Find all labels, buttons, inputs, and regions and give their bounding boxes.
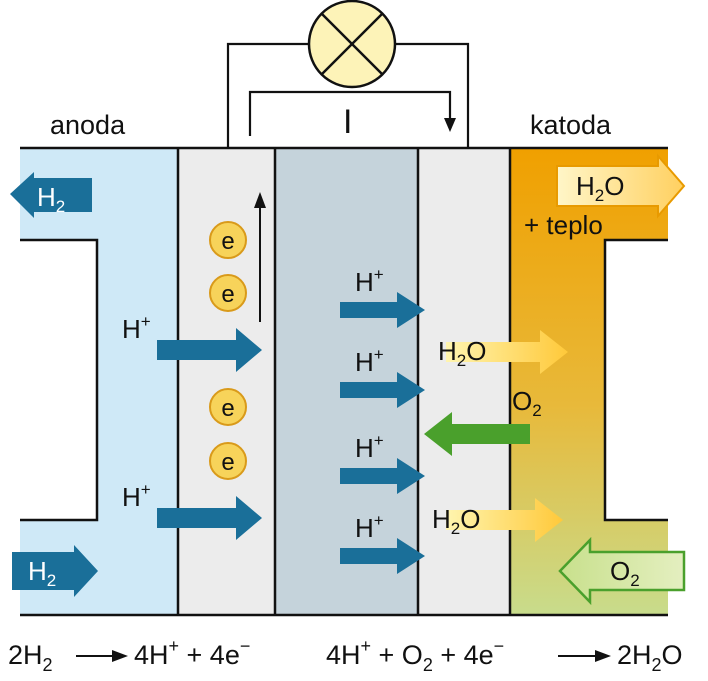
h2-inlet-arrow: H2 (12, 545, 98, 597)
electron-flow-arrow (254, 192, 266, 322)
svg-text:H2O: H2O (576, 171, 624, 205)
svg-text:2H2: 2H2 (8, 640, 53, 675)
proton-arrow: H+ (340, 431, 425, 494)
anode-zone (20, 148, 178, 615)
svg-text:H2: H2 (37, 182, 65, 216)
heat-label: + teplo (524, 210, 603, 240)
proton-arrow: H+ (340, 265, 425, 328)
h2-outlet-arrow: H2 (10, 172, 92, 218)
cathode-equation: 4H+ + O2 + 4e− 2H2O (326, 636, 683, 675)
electron-icon: e (209, 221, 247, 259)
current-arrowhead (444, 118, 456, 132)
water-arrow: H2O (438, 330, 568, 374)
proton-arrow: H+ (340, 345, 425, 408)
svg-text:e: e (221, 228, 234, 255)
svg-text:H+: H+ (355, 511, 384, 543)
svg-text:H2O: H2O (438, 336, 486, 370)
anode-equation: 2H2 4H+ + 4e− (8, 636, 250, 675)
svg-text:H+: H+ (355, 265, 384, 297)
cathode-electrode (418, 148, 510, 615)
cathode-zone (510, 148, 668, 615)
electron-icon: e (209, 442, 247, 480)
electron-icon: e (209, 388, 247, 426)
svg-text:H+: H+ (122, 480, 151, 512)
svg-text:e: e (221, 395, 234, 422)
electron-group: e e e e (209, 221, 247, 480)
svg-text:2H2O: 2H2O (617, 640, 683, 675)
svg-text:4H+ + 4e−: 4H+ + 4e− (134, 636, 250, 670)
electron-icon: e (209, 274, 247, 312)
svg-text:e: e (221, 449, 234, 476)
svg-text:H2O: H2O (432, 504, 480, 538)
svg-text:O2: O2 (610, 556, 640, 590)
lamp-icon (307, 0, 397, 89)
oxygen-arrow: O2 (424, 386, 542, 456)
current-label: I (343, 103, 352, 141)
water-outlet-arrow: H2O (556, 153, 686, 219)
svg-text:H+: H+ (355, 345, 384, 377)
svg-text:e: e (221, 281, 234, 308)
anode-label: anoda (50, 110, 126, 140)
water-arrow: H2O (432, 498, 563, 542)
svg-text:H+: H+ (122, 312, 151, 344)
proton-arrow: H+ (122, 480, 262, 540)
proton-arrow: H+ (340, 511, 425, 574)
cell-outline (20, 146, 668, 617)
cathode-label: katoda (530, 110, 612, 140)
svg-text:O2: O2 (512, 386, 542, 420)
svg-text:H+: H+ (355, 431, 384, 463)
membrane (275, 148, 418, 615)
svg-text:4H+ + O2 + 4e−: 4H+ + O2 + 4e− (326, 636, 504, 675)
proton-arrow: H+ (122, 312, 262, 372)
external-circuit (226, 42, 470, 148)
svg-text:H2: H2 (28, 556, 56, 590)
oxygen-inlet-arrow: O2 (558, 536, 686, 606)
